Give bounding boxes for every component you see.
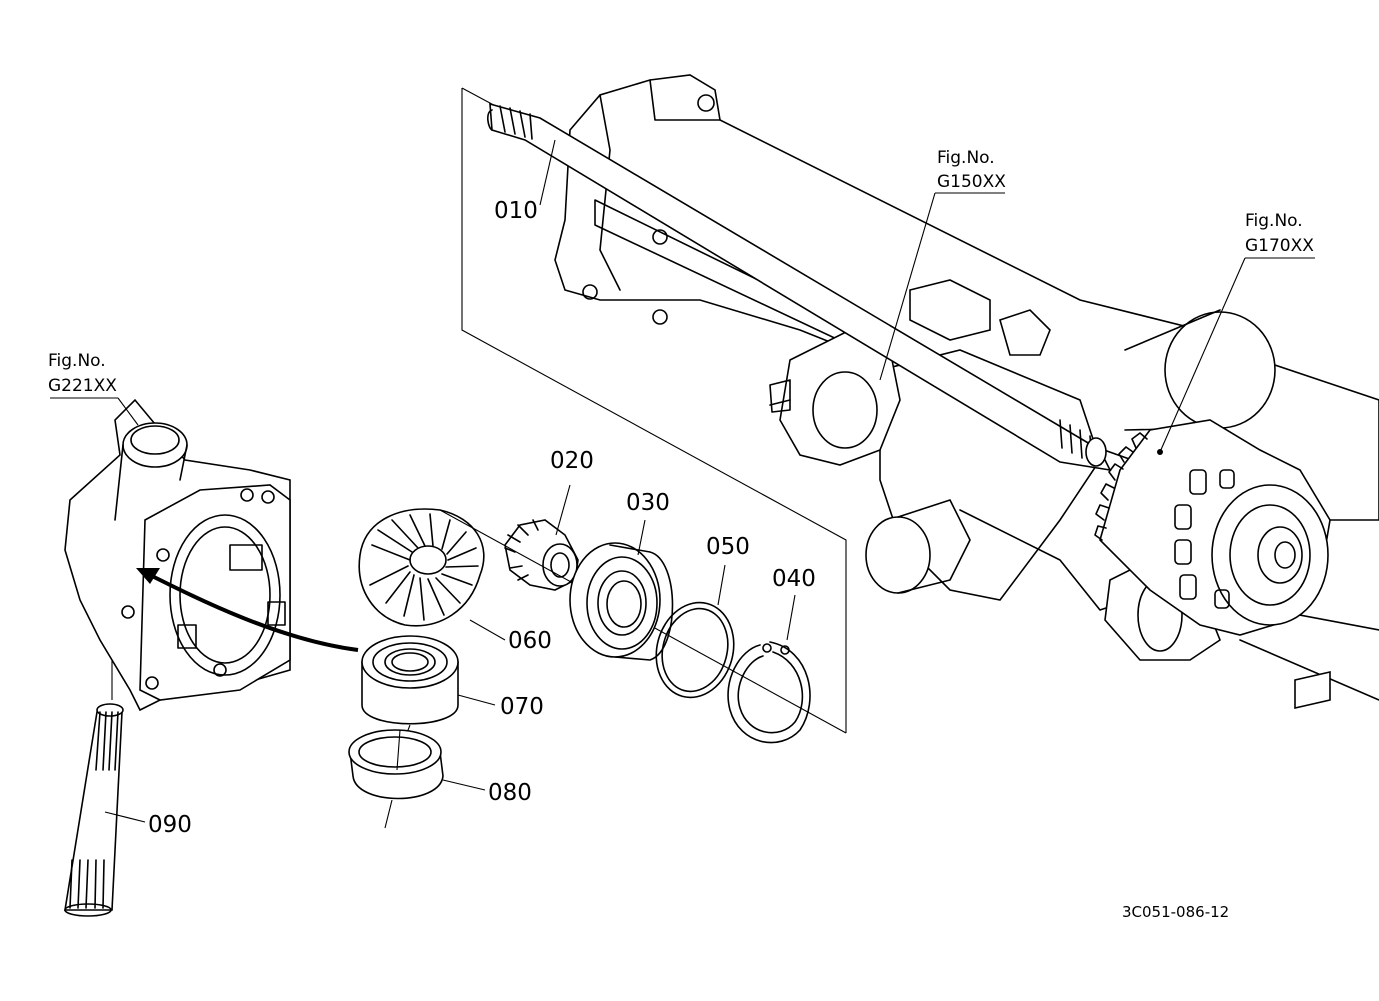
drawing-code: 3C051-086-12 [1122, 903, 1229, 921]
label-040: 040 [772, 566, 816, 592]
fig-ref-g150-label: Fig.No. [937, 148, 995, 168]
part-040-snap-ring [727, 641, 811, 744]
leader-lines [50, 139, 1315, 823]
label-060: 060 [508, 628, 552, 654]
left-housing [64, 398, 291, 712]
label-050: 050 [706, 534, 750, 560]
part-050-ring [655, 601, 735, 699]
fig-ref-g150-code: G150XX [937, 172, 1006, 192]
assembly-arrow [136, 568, 359, 652]
fig-ref-g221-code: G221XX [48, 376, 117, 396]
fig-ref-g221-label: Fig.No. [48, 351, 106, 371]
label-030: 030 [626, 490, 670, 516]
label-010: 010 [494, 198, 538, 224]
part-090-shaft [64, 660, 124, 917]
part-030-bearing [569, 542, 674, 661]
fig-ref-g170-label: Fig.No. [1245, 211, 1303, 231]
part-060-bevel-gear [358, 508, 485, 627]
label-020: 020 [550, 448, 594, 474]
fig-ref-g170-code: G170XX [1245, 236, 1314, 256]
label-090: 090 [148, 812, 192, 838]
right-gear-assembly [1094, 419, 1331, 636]
part-010-shaft [487, 102, 1112, 472]
figure-references: Fig.No. G150XX Fig.No. G170XX Fig.No. G2… [48, 148, 1314, 396]
label-080: 080 [488, 780, 532, 806]
part-labels: 010 020 030 040 050 060 070 080 090 [148, 198, 816, 838]
part-080-collar [348, 729, 444, 829]
label-070: 070 [500, 694, 544, 720]
part-070-bearing [361, 635, 459, 739]
